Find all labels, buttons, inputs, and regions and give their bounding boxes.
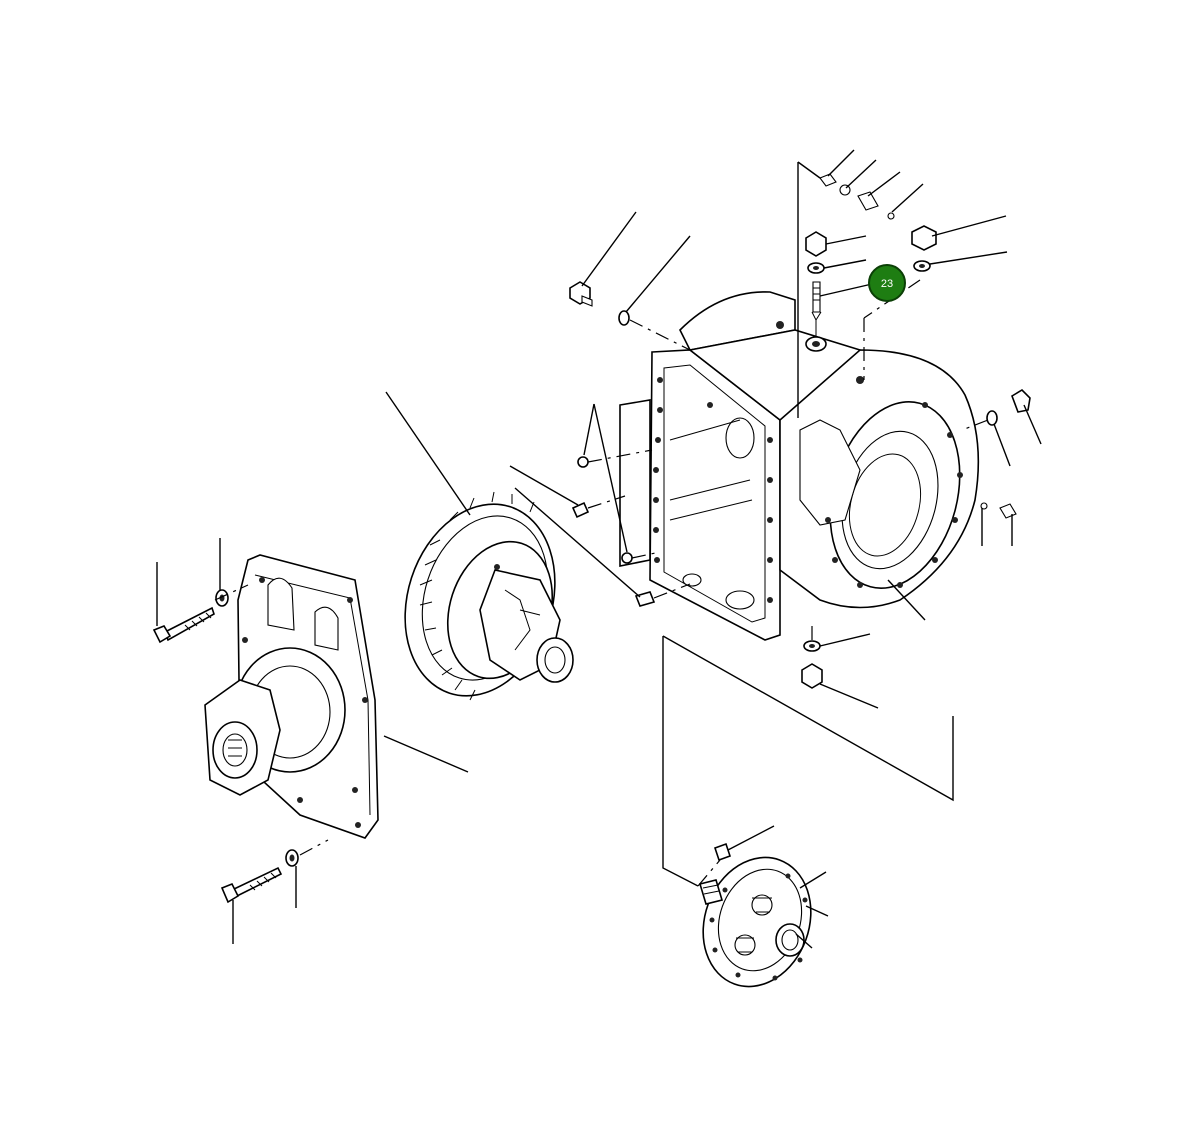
right-plugs xyxy=(887,388,1042,621)
cover-bolt-upper xyxy=(152,538,229,644)
differential-ring-gear xyxy=(385,391,574,701)
dowel-pins xyxy=(509,403,691,607)
callout-23[interactable]: 23 xyxy=(868,264,906,302)
top-left-plug xyxy=(569,211,691,351)
breather-and-plug-stack xyxy=(797,149,1008,418)
side-cover-plate xyxy=(204,554,379,839)
differential-housing xyxy=(619,291,980,641)
cover-bolt-lower xyxy=(214,584,469,944)
callout-23-label: 23 xyxy=(881,278,893,290)
drain-plug xyxy=(801,626,879,709)
planetary-carrier xyxy=(662,635,954,988)
